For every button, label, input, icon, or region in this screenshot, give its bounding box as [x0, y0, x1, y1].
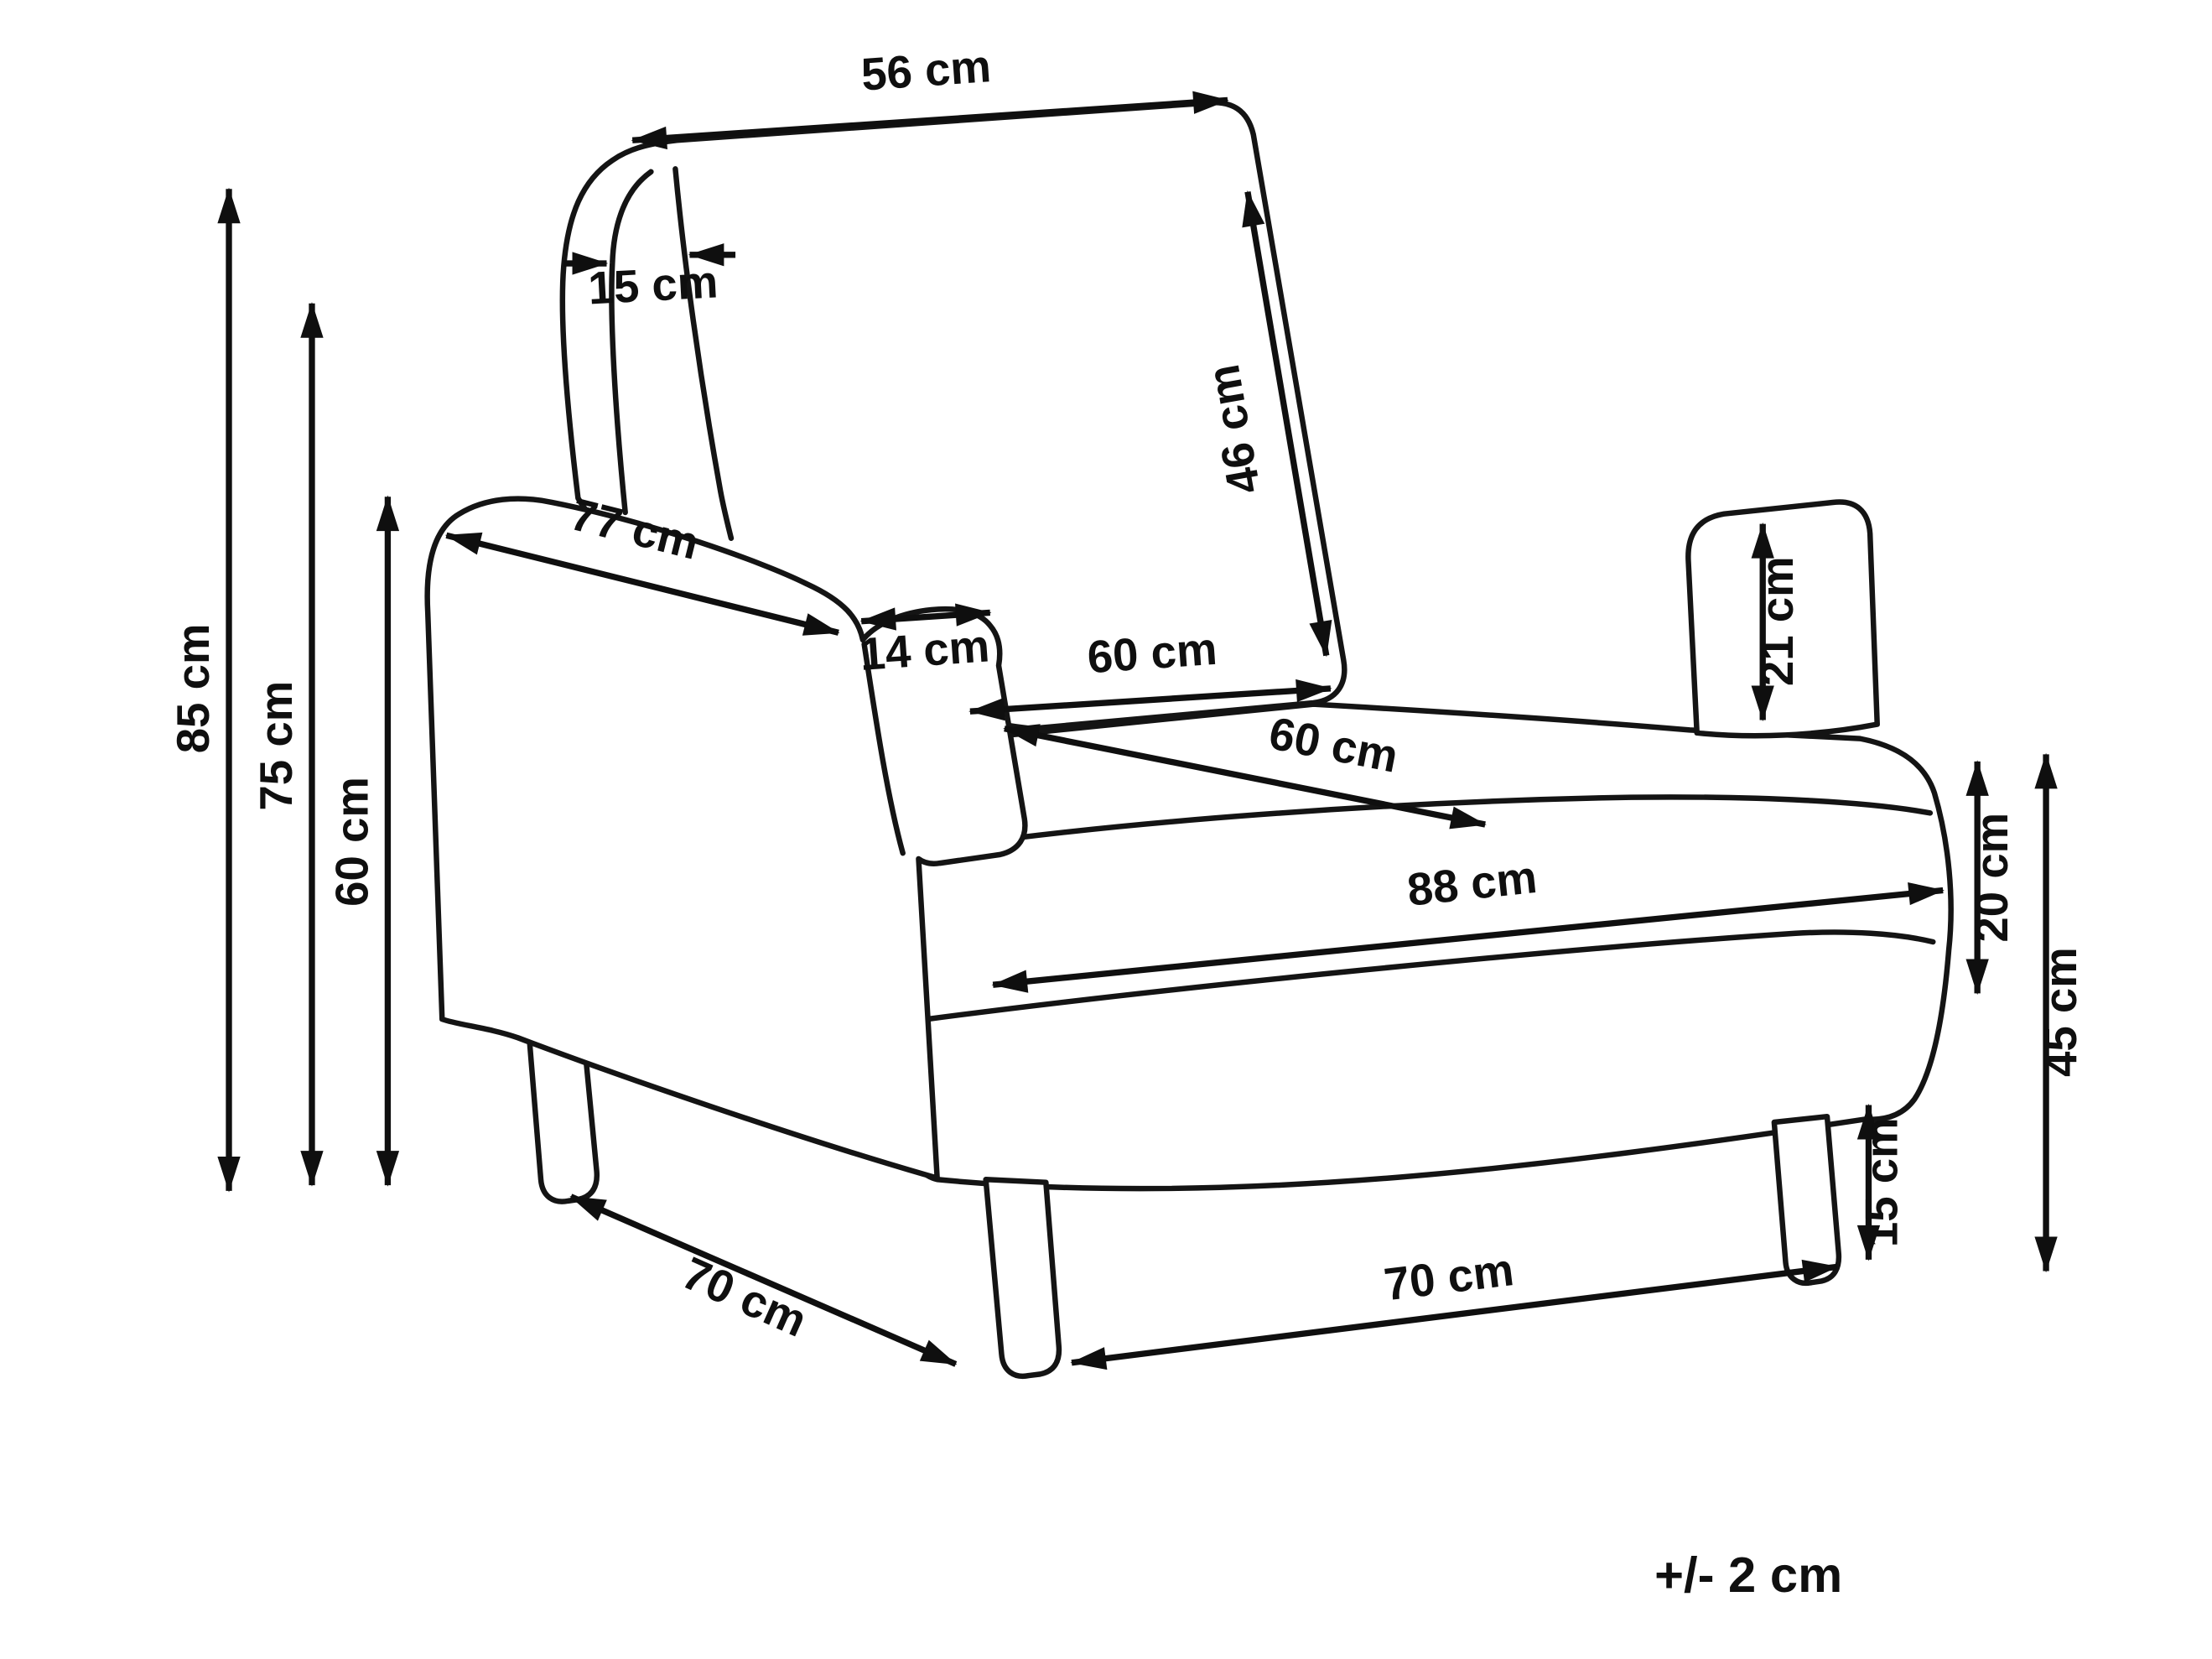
dim-label-armrest-width: 14 cm: [858, 620, 991, 680]
dim-arrow-backrest-height: [1242, 190, 1332, 658]
dim-label-seat-height: 45 cm: [2035, 947, 2086, 1077]
dim-arrow-back-thickness: [563, 243, 736, 275]
chair-armrest-front-edge: [861, 641, 906, 856]
dim-arrow-back-width: [631, 91, 1229, 150]
dim-arrow-base-front-width: [1070, 1259, 1839, 1370]
chair-leg-front-left: [983, 1177, 1062, 1380]
dim-arrow-armrest-width: [859, 603, 992, 631]
chair-seat-base-outline: [900, 701, 1954, 1192]
dim-label-back-width: 56 cm: [859, 40, 993, 101]
dim-label-armrest-floor-height: 60 cm: [327, 777, 378, 907]
dim-label-total-height: 85 cm: [168, 623, 219, 753]
dim-arrow-base-depth: [569, 1194, 958, 1367]
dim-label-seat-width: 60 cm: [1086, 623, 1219, 684]
dim-arrow-armrest-length: [444, 532, 840, 636]
dim-label-seat-cushion-thickness: 20 cm: [1966, 813, 2017, 943]
dim-label-base-front-width: 70 cm: [1381, 1244, 1516, 1310]
dim-arrow-seat-depth: [1003, 724, 1487, 830]
dim-label-leg-height: 15 cm: [1856, 1117, 1908, 1247]
chair-backrest-inner-edge: [609, 169, 654, 516]
dim-label-back-height: 75 cm: [251, 681, 302, 811]
chair-right-armrest: [1685, 499, 1880, 739]
chair-back-cushion-edge: [672, 166, 735, 541]
dim-arrow-seat-width: [968, 679, 1332, 721]
dim-arrow-front-width: [991, 882, 1945, 993]
chair-leg-front-right: [1771, 1113, 1842, 1287]
dim-label-base-depth: 70 cm: [675, 1247, 814, 1347]
tolerance-note: +/- 2 cm: [1654, 1547, 1842, 1603]
dim-label-armrest-above-seat: 21 cm: [1752, 556, 1803, 686]
chair-seat-front-edge: [922, 794, 1934, 853]
dim-label-back-thickness: 15 cm: [587, 256, 719, 314]
dimension-arrows: [217, 91, 2058, 1370]
